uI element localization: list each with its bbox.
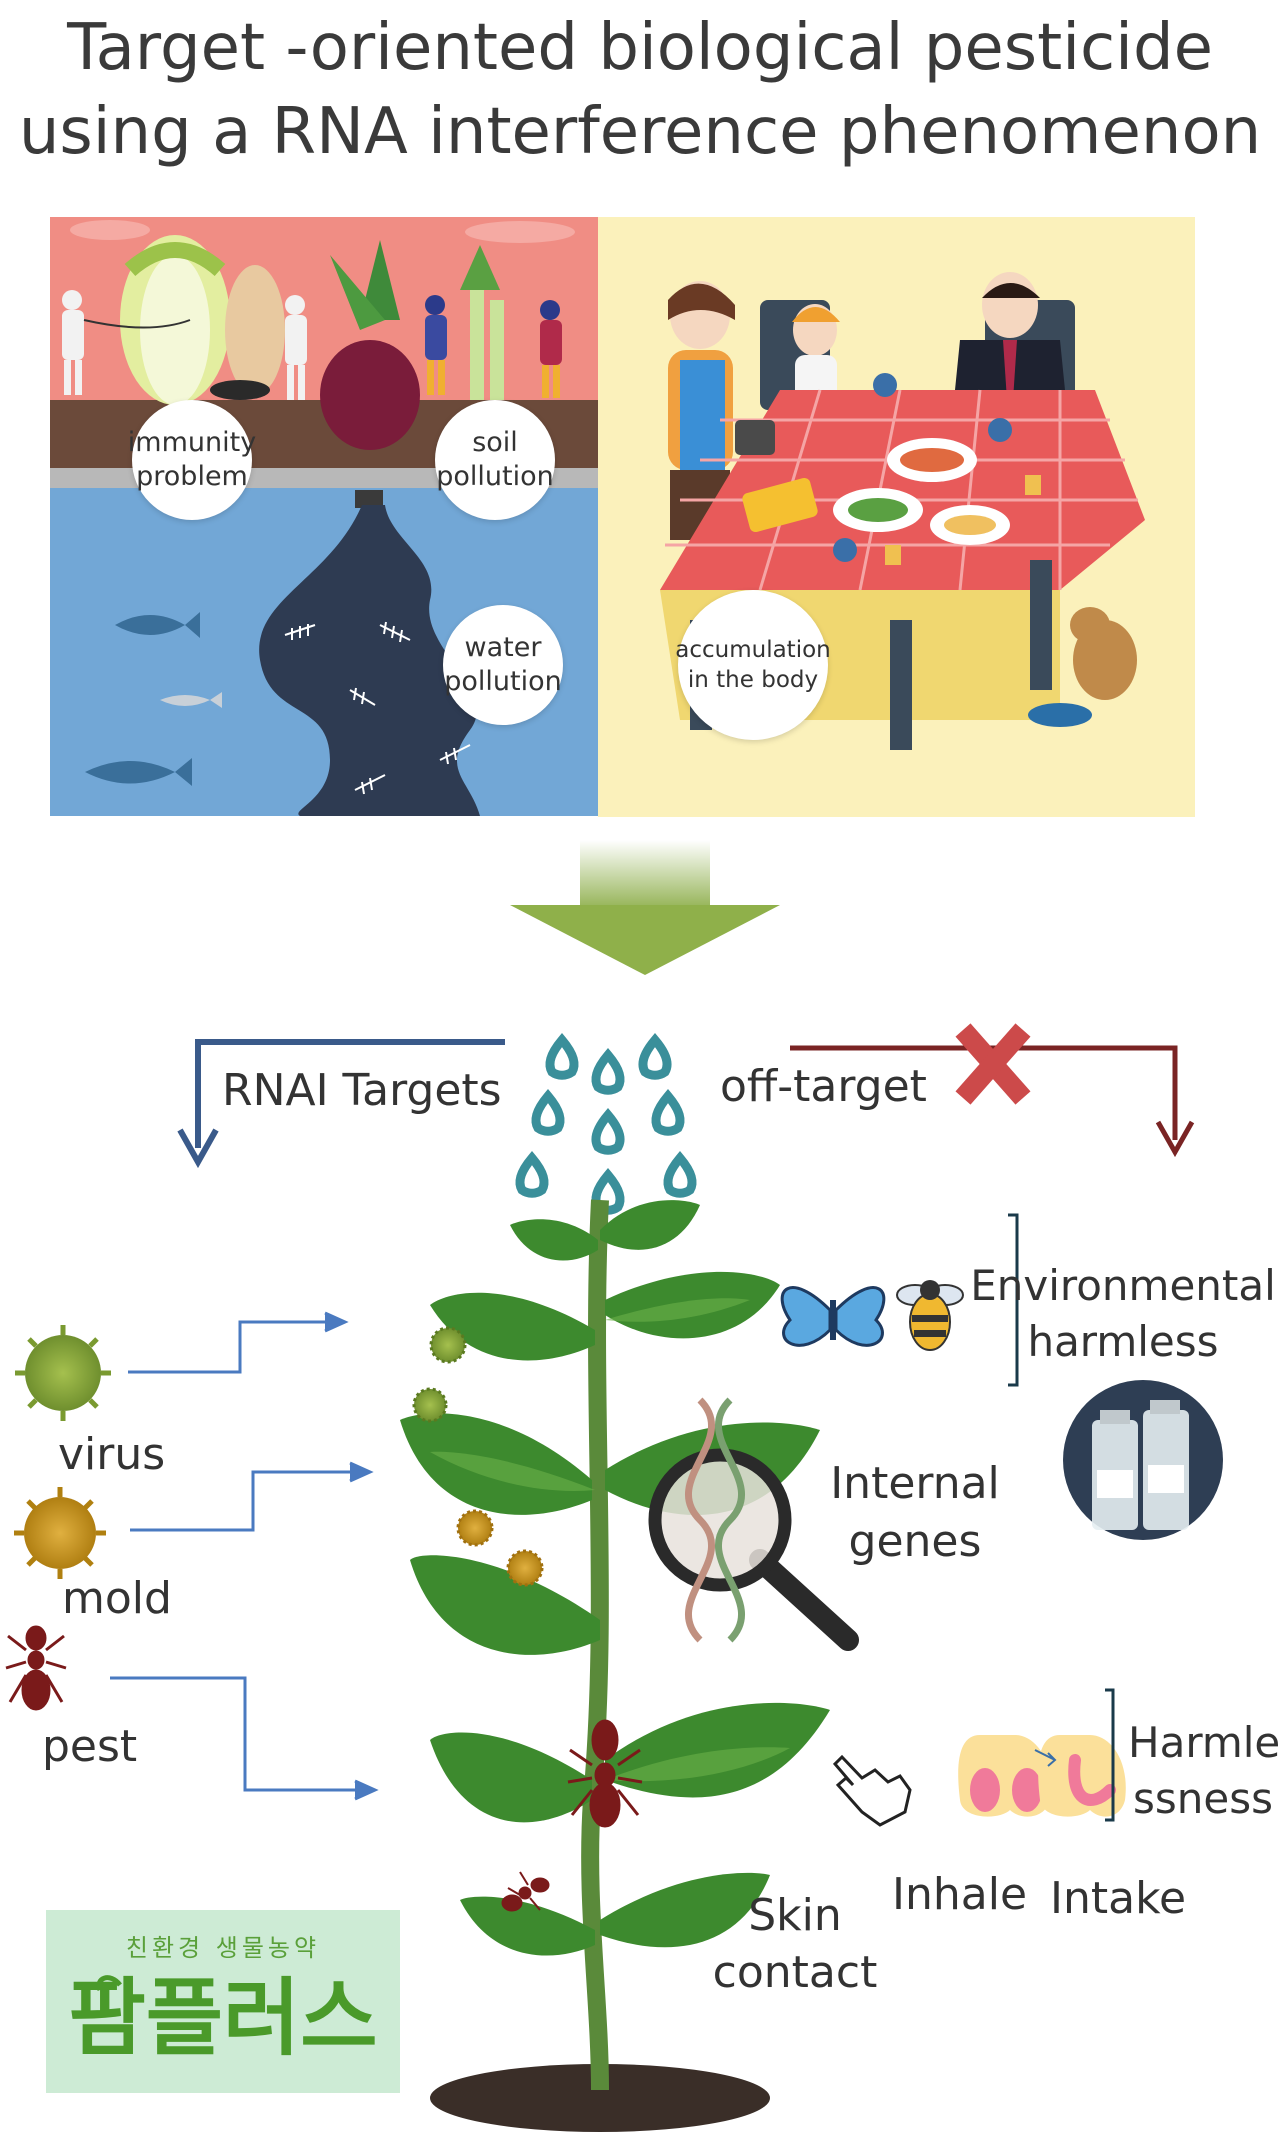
dog-icon xyxy=(1028,607,1137,727)
drop-icon xyxy=(663,1151,697,1198)
hand-pointer-icon xyxy=(832,1754,912,1827)
dinner-panel xyxy=(598,217,1195,817)
intake-label: Intake xyxy=(1050,1873,1187,1924)
sprayer-worker-icon xyxy=(62,290,191,395)
fish-icon xyxy=(115,612,200,638)
rnai-targets-arrow xyxy=(177,1039,505,1169)
title-line-1: Target -oriented biological pesticide xyxy=(67,11,1213,85)
reagent-bottles-photo xyxy=(1063,1380,1223,1540)
target-connectors xyxy=(110,1311,379,1801)
fish-icon xyxy=(85,758,192,786)
beet-icon xyxy=(320,240,420,450)
drop-icon xyxy=(545,1033,579,1080)
logo-subtitle: 친환경 생물농약 xyxy=(125,1934,321,1962)
off-target-label: off-target xyxy=(720,1061,927,1112)
drop-icon xyxy=(651,1089,685,1136)
rna-drops xyxy=(515,1033,697,1215)
sprayer-worker-icon xyxy=(285,295,307,400)
fish-skeleton-icon xyxy=(284,621,471,795)
off-target-arrow xyxy=(790,1045,1195,1158)
drop-icon xyxy=(591,1108,625,1155)
virus-icon xyxy=(15,1325,111,1421)
logo-background xyxy=(46,1910,400,2093)
drop-icon xyxy=(638,1033,672,1080)
pest-ant-icon xyxy=(5,1625,67,1711)
title-line-2: using a RNA interference phenomenon xyxy=(18,95,1262,169)
logo-name: 팜플러스 xyxy=(68,1969,378,2067)
drop-icon xyxy=(591,1048,625,1095)
drop-icon xyxy=(531,1089,565,1136)
drop-icon xyxy=(515,1151,549,1198)
down-arrow xyxy=(510,840,780,975)
stomach-icon xyxy=(1034,1735,1126,1817)
ant-icon xyxy=(567,1719,643,1828)
rnai-targets-label: RNAI Targets xyxy=(222,1065,502,1116)
farmer-icon xyxy=(540,300,562,398)
farmer-icon xyxy=(425,295,447,395)
fish-icon xyxy=(160,692,222,708)
magnifier-dna-icon xyxy=(648,1397,859,1651)
butterfly-icon xyxy=(780,1286,886,1347)
mold-icon xyxy=(14,1487,106,1579)
ant-icon xyxy=(501,1871,550,1912)
pest-label: pest xyxy=(42,1721,138,1772)
bee-icon xyxy=(896,1280,964,1351)
cabbage-icon xyxy=(120,235,230,405)
mold-label: mold xyxy=(62,1573,172,1624)
cross-icon xyxy=(955,1023,1031,1105)
lungs-icon xyxy=(958,1735,1051,1817)
virus-label: virus xyxy=(58,1429,166,1480)
inhale-label: Inhale xyxy=(892,1869,1028,1920)
page-title: Target -oriented biological pesticide us… xyxy=(0,6,1280,174)
pollution-panel xyxy=(50,217,598,816)
